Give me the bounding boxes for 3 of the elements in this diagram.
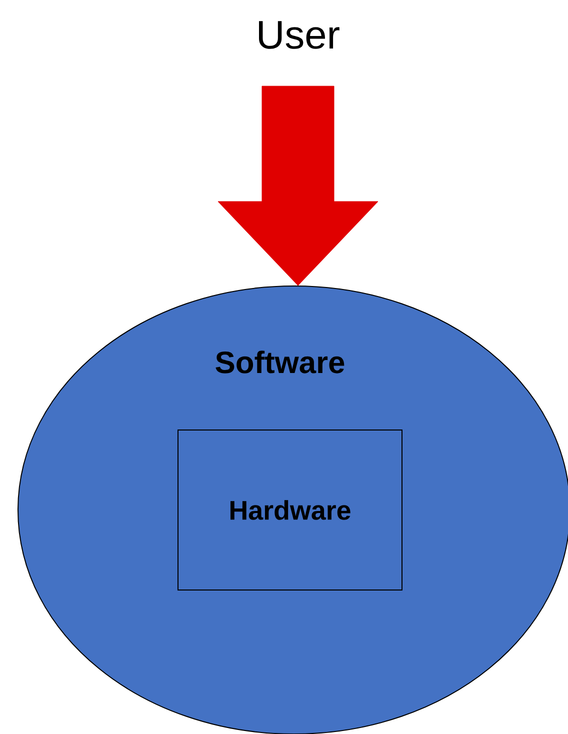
hardware-box: Hardware bbox=[178, 430, 402, 590]
block-arrow bbox=[218, 86, 378, 286]
user-label: User bbox=[259, 21, 340, 49]
